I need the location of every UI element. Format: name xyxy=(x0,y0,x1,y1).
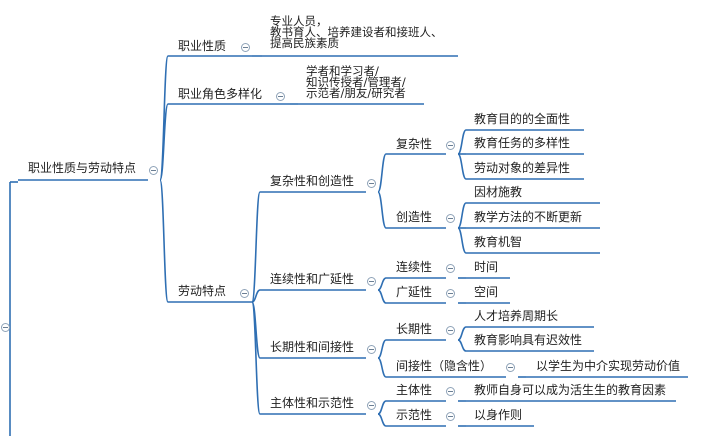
node-creativity[interactable]: 创造性 xyxy=(396,210,433,224)
node-profession-nature[interactable]: 职业性质 xyxy=(178,39,227,53)
collapse-toggle-icon[interactable] xyxy=(1,323,10,332)
node-space[interactable]: 空间 xyxy=(474,285,499,299)
branch-connector xyxy=(377,191,387,229)
node-continuity-extensiveness[interactable]: 连续性和广延性 xyxy=(270,272,355,286)
branch-connector xyxy=(457,153,467,180)
branch-connector xyxy=(457,339,467,352)
branch-connector xyxy=(159,103,169,181)
collapse-toggle-icon[interactable] xyxy=(240,289,249,298)
node-creativity-2[interactable]: 教学方法的不断更新 xyxy=(474,210,583,224)
collapse-toggle-icon[interactable] xyxy=(367,345,376,354)
collapse-toggle-icon[interactable] xyxy=(446,141,455,150)
collapse-toggle-icon[interactable] xyxy=(446,264,455,273)
node-labor-features[interactable]: 劳动特点 xyxy=(178,284,227,298)
branch-connector xyxy=(377,413,387,427)
node-continuity[interactable]: 连续性 xyxy=(396,260,433,274)
node-subjectivity-exemplarity[interactable]: 主体性和示范性 xyxy=(270,396,355,410)
branch-connector xyxy=(377,339,387,359)
node-roles-desc[interactable]: 学者和学习者/ 知识传授者/管理者/ 示范者/朋友/研究者 xyxy=(306,64,406,100)
collapse-toggle-icon[interactable] xyxy=(446,214,455,223)
collapse-toggle-icon[interactable] xyxy=(446,289,455,298)
branch-connector xyxy=(377,153,387,193)
branch-connector xyxy=(377,400,387,415)
collapse-toggle-icon[interactable] xyxy=(506,363,515,372)
node-roles[interactable]: 职业角色多样化 xyxy=(178,87,263,101)
collapse-toggle-icon[interactable] xyxy=(367,277,376,286)
node-indirectness-1[interactable]: 以学生为中介实现劳动价值 xyxy=(536,359,681,373)
node-complexity-1[interactable]: 教育目的的全面性 xyxy=(474,112,571,126)
branch-connector xyxy=(457,326,467,341)
branch-connector xyxy=(251,301,261,415)
node-creativity-3[interactable]: 教育机智 xyxy=(474,235,523,249)
branch-connector xyxy=(251,289,261,303)
collapse-toggle-icon[interactable] xyxy=(446,412,455,421)
collapse-toggle-icon[interactable] xyxy=(446,326,455,335)
node-exemplarity-1[interactable]: 以身作则 xyxy=(474,408,523,422)
node-creativity-1[interactable]: 因材施教 xyxy=(474,185,523,199)
node-extensiveness[interactable]: 广延性 xyxy=(396,285,433,299)
collapse-toggle-icon[interactable] xyxy=(367,179,376,188)
branch-connector xyxy=(377,277,387,291)
branch-connector xyxy=(251,191,261,303)
node-time[interactable]: 时间 xyxy=(474,260,499,274)
node-long-term-1[interactable]: 人才培养周期长 xyxy=(474,309,559,323)
node-complexity-creativity[interactable]: 复杂性和创造性 xyxy=(270,174,355,188)
node-subjectivity-1[interactable]: 教师自身可以成为活生生的教育因素 xyxy=(474,383,667,397)
collapse-toggle-icon[interactable] xyxy=(241,43,250,52)
branch-connector xyxy=(457,227,467,254)
collapse-toggle-icon[interactable] xyxy=(367,401,376,410)
node-complexity-3[interactable]: 劳动对象的差异性 xyxy=(474,161,571,175)
node-complexity[interactable]: 复杂性 xyxy=(396,137,433,151)
branch-connector xyxy=(457,202,467,229)
node-long-term[interactable]: 长期性 xyxy=(396,322,433,336)
collapse-toggle-icon[interactable] xyxy=(149,166,158,175)
node-long-term-indirectness[interactable]: 长期性和间接性 xyxy=(270,340,355,354)
branch-connector xyxy=(377,357,387,378)
collapse-toggle-icon[interactable] xyxy=(276,92,285,101)
node-exemplarity[interactable]: 示范性 xyxy=(396,408,433,422)
branch-connector xyxy=(457,129,467,155)
node-profession-nature-desc[interactable]: 专业人员， 教书育人、培养建设者和接班人、 提高民族素质 xyxy=(270,14,443,50)
branch-connector xyxy=(159,55,169,181)
node-long-term-2[interactable]: 教育影响具有迟效性 xyxy=(474,333,583,347)
node-subjectivity[interactable]: 主体性 xyxy=(396,383,433,397)
branch-connector xyxy=(159,179,169,303)
node-indirectness[interactable]: 间接性（隐含性） xyxy=(396,359,493,373)
node-root[interactable]: 职业性质与劳动特点 xyxy=(28,161,137,175)
branch-connector xyxy=(377,289,387,304)
collapse-toggle-icon[interactable] xyxy=(446,387,455,396)
node-complexity-2[interactable]: 教育任务的多样性 xyxy=(474,136,571,150)
